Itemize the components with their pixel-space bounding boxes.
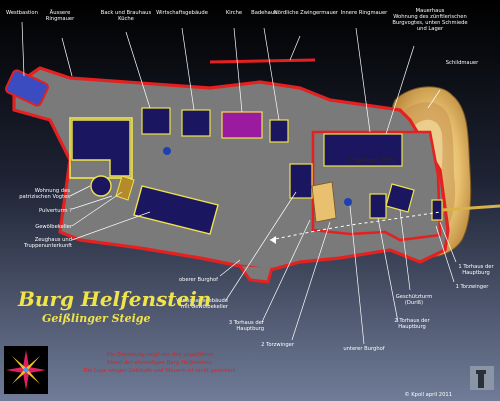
label-mauerhaus-4: und Lager bbox=[417, 26, 444, 32]
label-bakehouse-2: Küche bbox=[118, 16, 134, 22]
note-line-2: Stand der ehemaligen Burg Helfenstein. bbox=[107, 360, 214, 366]
label-service-cellar-1: Wirtschaftsgebäude bbox=[176, 298, 228, 304]
gun-tower bbox=[385, 183, 415, 213]
powder-tower bbox=[90, 175, 112, 197]
label-schildmauer: Schildmauer bbox=[446, 60, 479, 66]
northern-zwinger-wall bbox=[209, 58, 316, 64]
label-mauerhaus-1: Mauerhaus bbox=[416, 8, 445, 14]
gate-rock bbox=[311, 181, 337, 223]
label-vaulted-cellar: Gewölbekeller bbox=[35, 224, 73, 230]
bakehouse-brewhouse bbox=[141, 107, 171, 135]
label-zwinger1: 1 Torzwinger bbox=[456, 284, 490, 290]
gate-path-arrow bbox=[270, 236, 276, 244]
label-gatehouse3-2: Hauptburg bbox=[236, 326, 264, 332]
label-westbastion: Westbastion bbox=[6, 10, 38, 16]
service-building-cellar bbox=[289, 163, 313, 199]
label-gun-tower-1: Geschützturm bbox=[396, 294, 433, 300]
copyright-bottom: © Kpoll april 2011 bbox=[404, 391, 452, 398]
label-vogt-1: Wohnung des bbox=[35, 188, 71, 194]
label-bathhouse: Badehaus bbox=[251, 10, 277, 16]
label-gatehouse1-1: 1 Torhaus der bbox=[458, 264, 494, 270]
label-mauerhaus-3: Burgvogtes, unten Schmiede bbox=[392, 20, 467, 26]
note-line-1: Die Zeichnung zeigt nur den ungefähren bbox=[105, 352, 213, 358]
label-northern-zwinger-wall: Nördliche Zwingermauer bbox=[274, 10, 339, 16]
label-church: Kirche bbox=[226, 10, 242, 16]
service-building bbox=[181, 109, 211, 137]
first-gatehouse bbox=[431, 199, 443, 221]
label-zwinger2: 2 Torzwinger bbox=[261, 342, 295, 348]
compass-rose-icon bbox=[4, 346, 48, 394]
west-bastion bbox=[5, 69, 49, 107]
leader-lines bbox=[21, 21, 457, 345]
southern-bastion bbox=[238, 265, 274, 284]
second-gatehouse bbox=[369, 193, 387, 219]
copyright-center: © Kpoll april 2011 bbox=[348, 157, 394, 164]
label-mauerhaus-2: Wohnung des zünftlerischen bbox=[393, 14, 467, 20]
armory bbox=[133, 185, 219, 235]
church bbox=[221, 111, 263, 139]
page-title: Burg Helfenstein bbox=[17, 287, 211, 311]
label-gatehouse1-2: Hauptburg bbox=[462, 270, 490, 276]
label-gatehouse2-1: 2 Torhaus der bbox=[394, 318, 430, 324]
page-subtitle: Geißlinger Steige bbox=[42, 312, 151, 325]
vaulted-cellar bbox=[115, 175, 135, 201]
well-lower bbox=[344, 198, 352, 206]
label-gatehouse2-2: Hauptburg bbox=[398, 324, 426, 330]
label-outer-ring-wall-1: Äussere bbox=[50, 9, 71, 16]
label-service-building: Wirtschaftsgebäude bbox=[156, 10, 208, 16]
label-armory-1: Zeughaus und bbox=[35, 237, 72, 243]
label-gun-tower-2: (Duriß) bbox=[405, 300, 423, 306]
note-line-3: Die Lage einiger Gebäude und Mauern ist … bbox=[82, 368, 237, 374]
label-outer-ring-wall-2: Ringmauer bbox=[46, 16, 75, 22]
access-road bbox=[441, 204, 500, 212]
label-powder-tower: Pulverturm ? bbox=[39, 208, 72, 214]
label-gatehouse3-1: 3 Torhaus der bbox=[229, 320, 265, 326]
label-inner-ring-wall: Innere Ringmauer bbox=[341, 10, 388, 16]
label-armory-2: Truppenunterkunft bbox=[23, 243, 72, 249]
castle-thumbnail-icon bbox=[470, 366, 494, 390]
mauerhaus bbox=[323, 133, 403, 167]
well-upper bbox=[163, 147, 171, 155]
label-upper-courtyard: oberer Burghof bbox=[179, 277, 218, 283]
label-service-cellar-2: mit Gewölbekeller bbox=[181, 304, 229, 310]
label-vogt-2: patrizischen Vogtes bbox=[19, 194, 70, 200]
gate-path bbox=[269, 211, 441, 241]
label-bakehouse-1: Back und Brauhaus bbox=[101, 10, 152, 16]
label-lower-courtyard: unterer Burghof bbox=[343, 346, 384, 352]
bathhouse bbox=[269, 119, 289, 143]
vogt-residence bbox=[71, 119, 131, 177]
